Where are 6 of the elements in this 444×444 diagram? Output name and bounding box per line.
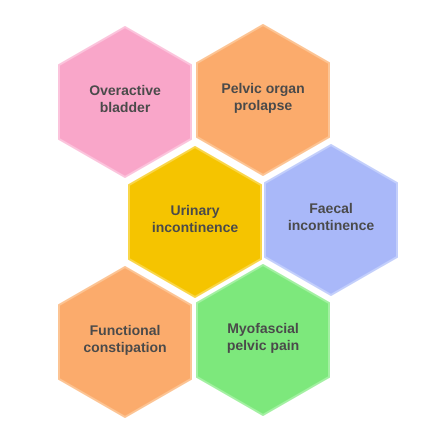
tile-label: Faecal incontinence [286,200,376,234]
tile-label: Functional constipation [82,322,168,356]
tile-label: Urinary incontinence [150,202,240,236]
tile-label: Myofascial pelvic pain [226,320,300,354]
tile-label: Pelvic organ prolapse [220,80,306,114]
tile-label: Overactive bladder [88,82,162,116]
